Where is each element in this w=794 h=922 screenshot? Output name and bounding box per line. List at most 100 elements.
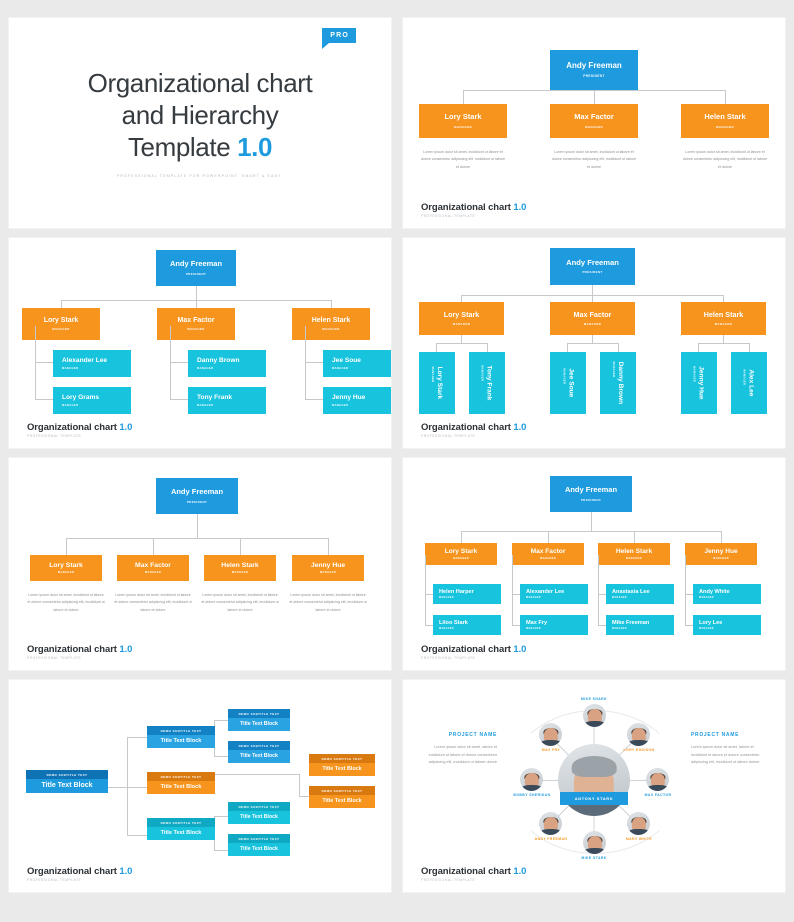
connector-vertical xyxy=(749,343,750,352)
connector-vertical xyxy=(461,295,462,302)
node-root[interactable]: Andy Freeman PRESIDENT xyxy=(550,476,632,512)
connector-vertical xyxy=(305,326,306,400)
node-role: MANAGER xyxy=(699,627,714,631)
block-level3[interactable]: DEMO SUBTITLE TEXT Title Text Block xyxy=(228,834,290,856)
node-sub[interactable]: Jenny Hue MANAGER xyxy=(323,387,391,414)
node-root[interactable]: Andy Freeman PRESIDENT xyxy=(156,250,236,286)
node-manager[interactable]: Jenny Hue MANAGER xyxy=(292,555,364,581)
block-level3[interactable]: DEMO SUBTITLE TEXT Title Text Block xyxy=(228,709,290,731)
node-name: Max Fry xyxy=(526,619,548,626)
block-level3[interactable]: DEMO SUBTITLE TEXT Title Text Block xyxy=(228,802,290,824)
node-role: MANAGER xyxy=(716,124,734,129)
avatar[interactable] xyxy=(583,704,606,727)
node-manager[interactable]: Lory Stark MANAGER xyxy=(22,308,100,340)
node-sub[interactable]: Andy White MANAGER xyxy=(693,584,761,604)
page-title: Organizational chart and Hierarchy Templ… xyxy=(50,68,350,163)
block-level3[interactable]: DEMO SUBTITLE TEXT Title Text Block xyxy=(228,741,290,763)
node-name: Helen Harper xyxy=(439,588,474,595)
connector-vertical xyxy=(721,531,722,543)
block-right[interactable]: DEMO SUBTITLE TEXT Title Text Block xyxy=(309,754,375,776)
block-subtitle: DEMO SUBTITLE TEXT xyxy=(147,772,215,781)
avatar[interactable] xyxy=(539,812,562,835)
node-sub[interactable]: Tony Frank MANAGER xyxy=(188,387,266,414)
slide-radial-team[interactable]: PROJECT NAME Lorem ipsum dolor sit amet,… xyxy=(403,680,785,892)
node-sub[interactable]: Liloo Stark MANAGER xyxy=(433,615,501,635)
node-manager[interactable]: Max Factor MANAGER xyxy=(157,308,235,340)
slide-cover[interactable]: PRO Organizational chart and Hierarchy T… xyxy=(9,18,391,228)
footer-title: Organizational chart xyxy=(421,643,511,655)
node-sub[interactable]: Jenny Hue MANAGER xyxy=(681,352,717,414)
node-manager[interactable]: Helen Stark MANAGER xyxy=(681,302,766,335)
slide-vertical-subs[interactable]: Andy Freeman PRESIDENT Lory Stark MANAGE… xyxy=(403,238,785,448)
block-root[interactable]: DEMO SUBTITLE TEXT Title Text Block xyxy=(26,770,108,793)
avatar[interactable] xyxy=(539,723,562,746)
node-role: MANAGER xyxy=(743,369,747,386)
slide-four-branches[interactable]: Andy Freeman PRESIDENT Lory Stark MANAGE… xyxy=(403,458,785,670)
node-role: PRESIDENT xyxy=(582,270,603,275)
center-name-label[interactable]: ANTONY STARK xyxy=(560,792,628,805)
slide-four-managers[interactable]: Andy Freeman PRESIDENT Lory Stark MANAGE… xyxy=(9,458,391,670)
node-sub[interactable]: Helen Harper MANAGER xyxy=(433,584,501,604)
avatar[interactable] xyxy=(627,723,650,746)
node-sub[interactable]: Danny Brown MANAGER xyxy=(188,350,266,377)
connector-horizontal xyxy=(170,399,188,400)
node-manager[interactable]: Max Factor MANAGER xyxy=(550,104,638,138)
node-sub[interactable]: Anastasia Lee MANAGER xyxy=(606,584,674,604)
node-sub[interactable]: Jee Soue MANAGER xyxy=(550,352,586,414)
avatar[interactable] xyxy=(583,831,606,854)
connector-horizontal xyxy=(127,835,147,836)
block-level2[interactable]: DEMO SUBTITLE TEXT Title Text Block xyxy=(147,772,215,794)
node-manager[interactable]: Helen Stark MANAGER xyxy=(681,104,769,138)
node-manager[interactable]: Jenny Hue MANAGER xyxy=(685,543,757,565)
node-role: MANAGER xyxy=(439,627,454,631)
node-manager[interactable]: Helen Stark MANAGER xyxy=(204,555,276,581)
slide-cascading-subs[interactable]: Andy Freeman PRESIDENT Lory Stark MANAGE… xyxy=(9,238,391,448)
connector-horizontal xyxy=(305,399,323,400)
node-manager[interactable]: Helen Stark MANAGER xyxy=(292,308,370,340)
node-sub[interactable]: Max Fry MANAGER xyxy=(520,615,588,635)
lorem-text: Lorem ipsum dolor sit amet, incididunt u… xyxy=(201,593,279,612)
avatar[interactable] xyxy=(520,768,543,791)
node-root[interactable]: Andy Freeman PRESIDENT xyxy=(156,478,238,514)
block-right[interactable]: DEMO SUBTITLE TEXT Title Text Block xyxy=(309,786,375,808)
slide-title-text-blocks[interactable]: DEMO SUBTITLE TEXT Title Text Block DEMO… xyxy=(9,680,391,892)
node-manager[interactable]: Max Factor MANAGER xyxy=(117,555,189,581)
node-manager[interactable]: Lory Stark MANAGER xyxy=(425,543,497,565)
node-root[interactable]: Andy Freeman PRESIDENT xyxy=(550,50,638,90)
node-sub[interactable]: Alexander Lee MANAGER xyxy=(520,584,588,604)
node-manager[interactable]: Lory Stark MANAGER xyxy=(419,302,504,335)
avatar[interactable] xyxy=(646,768,669,791)
node-sub[interactable]: Tony Frank MANAGER xyxy=(469,352,505,414)
node-sub[interactable]: Mike Freeman MANAGER xyxy=(606,615,674,635)
footer-subtitle: PROFESSIONAL TEMPLATE xyxy=(27,878,82,882)
node-role: MANAGER xyxy=(481,365,485,382)
node-sub[interactable]: Jee Soue MANAGER xyxy=(323,350,391,377)
node-manager[interactable]: Lory Stark MANAGER xyxy=(419,104,507,138)
node-name: Jenny Hue xyxy=(310,561,346,569)
node-sub[interactable]: Lory Stark MANAGER xyxy=(419,352,455,414)
node-root[interactable]: Andy Freeman PRESIDENT xyxy=(550,248,635,285)
node-sub[interactable]: Lory Grams MANAGER xyxy=(53,387,131,414)
node-sub[interactable]: Lory Lee MANAGER xyxy=(693,615,761,635)
project-body: Lorem ipsum dolor sit amet, labore et in… xyxy=(691,745,760,765)
center-avatar[interactable] xyxy=(558,744,630,816)
slide-three-managers[interactable]: Andy Freeman PRESIDENT Lory Stark MANAGE… xyxy=(403,18,785,228)
footer: Organizational chart 1.0 PROFESSIONAL TE… xyxy=(27,644,132,661)
node-manager[interactable]: Max Factor MANAGER xyxy=(512,543,584,565)
avatar-label: MAX FACTOR xyxy=(644,793,672,797)
footer: Organizational chart 1.0 PROFESSIONAL TE… xyxy=(421,422,526,439)
node-manager[interactable]: Max Factor MANAGER xyxy=(550,302,635,335)
node-manager[interactable]: Lory Stark MANAGER xyxy=(30,555,102,581)
node-sub[interactable]: Alex Lee MANAGER xyxy=(731,352,767,414)
block-level2[interactable]: DEMO SUBTITLE TEXT Title Text Block xyxy=(147,818,215,840)
avatar[interactable] xyxy=(627,812,650,835)
node-name: Andy White xyxy=(699,588,730,595)
block-level2[interactable]: DEMO SUBTITLE TEXT Title Text Block xyxy=(147,726,215,748)
node-name: Jenny Hue xyxy=(697,366,705,400)
node-manager[interactable]: Helen Stark MANAGER xyxy=(598,543,670,565)
node-sub[interactable]: Danny Brown MANAGER xyxy=(600,352,636,414)
connector-vertical xyxy=(61,300,62,308)
node-sub[interactable]: Alexander Lee MANAGER xyxy=(53,350,131,377)
node-name: Anastasia Lee xyxy=(612,588,650,595)
node-name: Lory Stark xyxy=(444,112,482,122)
